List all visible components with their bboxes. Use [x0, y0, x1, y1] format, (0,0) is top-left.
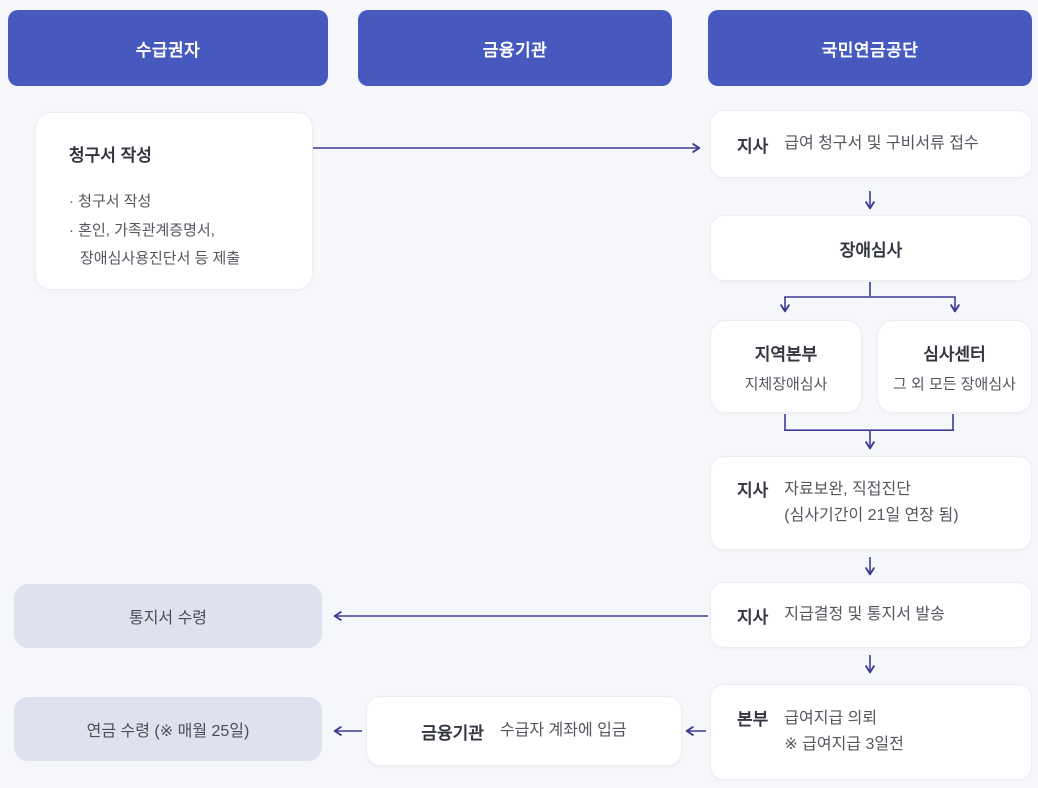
review-center-box: 심사센터 그 외 모든 장애심사: [877, 320, 1032, 413]
regional-hq-subtitle: 지체장애심사: [744, 375, 828, 393]
lane-header-beneficiary: 수급권자: [8, 10, 328, 86]
headquarters-box-note: ※ 급여지급 3일전: [784, 736, 904, 754]
payment-decision-box: 지사 지급결정 및 통지서 발송: [710, 582, 1032, 648]
receive-box-label: 지사: [737, 136, 769, 156]
regional-hq-box: 지역본부 지체장애심사: [710, 320, 862, 413]
lane-header-nps: 국민연금공단: [708, 10, 1032, 86]
pension-received-box: 연금 수령 (※ 매월 25일): [14, 697, 322, 761]
disability-review-box: 장애심사: [710, 215, 1032, 281]
supplement-box-text: 자료보완, 직접진단: [784, 481, 911, 498]
claim-box-title: 청구서 작성: [69, 146, 152, 165]
data-supplement-box: 지사 자료보완, 직접진단 (심사기간이 21일 연장 됨): [710, 456, 1032, 550]
headquarters-box-text: 급여지급 의뢰: [784, 710, 878, 727]
headquarters-box-label: 본부: [737, 710, 769, 729]
supplement-box-note: (심사기간이 21일 연장 됨): [784, 507, 959, 525]
claim-bullet-2-line-1: · 혼인, 가족관계증명서,: [69, 221, 215, 239]
decision-box-text: 지급결정 및 통지서 발송: [784, 605, 945, 623]
decision-box-label: 지사: [737, 607, 769, 627]
claim-bullet-1: · 청구서 작성: [69, 193, 152, 210]
bank-deposit-label: 금융기관: [421, 723, 484, 743]
review-center-subtitle: 그 외 모든 장애심사: [893, 375, 1016, 393]
receive-box-text: 급여 청구서 및 구비서류 접수: [784, 134, 979, 152]
review-center-title: 심사센터: [923, 344, 986, 364]
claim-writing-box: 청구서 작성 · 청구서 작성 · 혼인, 가족관계증명서, 장애심사용진단서 …: [35, 112, 313, 290]
notice-received-box: 통지서 수령: [14, 584, 322, 648]
lane-header-bank: 금융기관: [358, 10, 672, 86]
disability-review-title: 장애심사: [839, 240, 903, 260]
claim-bullet-2-line-2: 장애심사용진단서 등 제출: [80, 250, 241, 267]
supplement-box-label: 지사: [737, 481, 769, 500]
receive-documents-box: 지사 급여 청구서 및 구비서류 접수: [710, 110, 1032, 178]
bank-deposit-text: 수급자 계좌에 입금: [499, 721, 627, 739]
bank-deposit-box: 금융기관 수급자 계좌에 입금: [366, 696, 682, 766]
headquarters-payment-box: 본부 급여지급 의뢰 ※ 급여지급 3일전: [710, 684, 1032, 780]
regional-hq-title: 지역본부: [754, 344, 818, 364]
